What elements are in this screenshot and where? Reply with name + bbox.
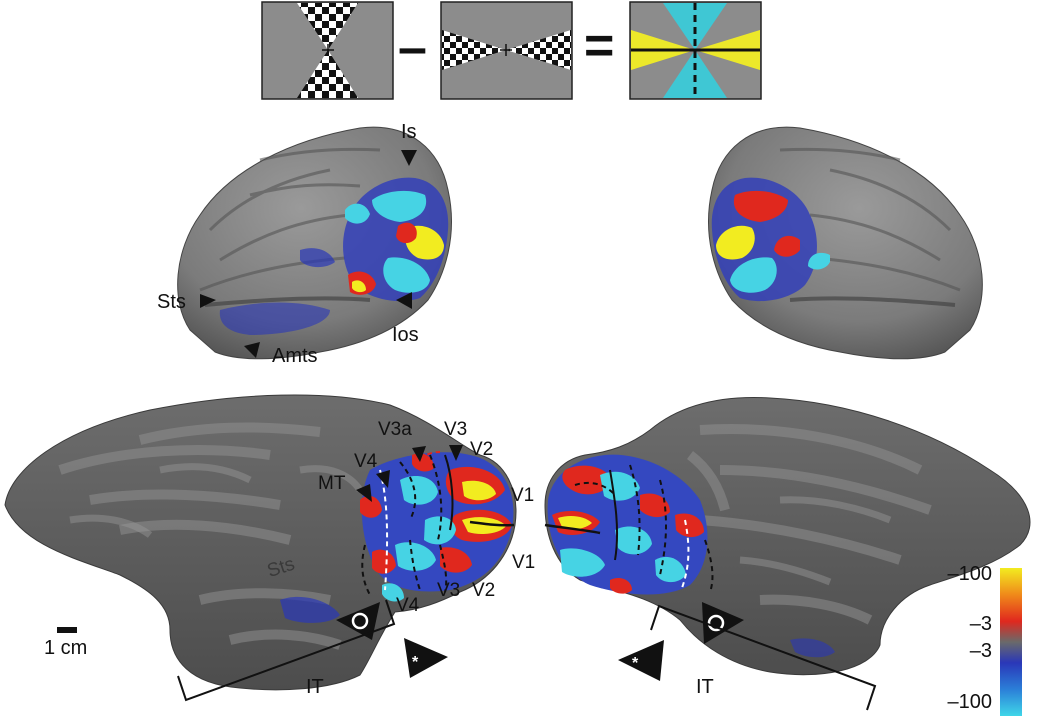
label-mt: MT: [318, 473, 346, 494]
label-sts-lateral: Sts: [157, 291, 186, 313]
label-v4-top: V4: [354, 451, 378, 472]
label-v3-top: V3: [444, 419, 468, 440]
label-ios: Ios: [392, 324, 419, 346]
amts-arrowhead: [244, 342, 260, 358]
stimulus-vertical-wedge-panel: [261, 1, 394, 100]
stimulus-difference-panel: [629, 1, 762, 100]
right-star-marker: *: [618, 640, 664, 681]
colorbar-gradient: [1000, 568, 1022, 716]
label-it-right: IT: [696, 676, 714, 698]
left-lateral-brain: [177, 126, 452, 360]
label-v3a: V3a: [378, 419, 412, 440]
equals-operator: =: [584, 17, 615, 75]
ios-arrowhead: [396, 292, 412, 309]
label-amts: Amts: [272, 345, 318, 367]
left-it-bracket: [177, 599, 396, 702]
left-star-marker: *: [404, 638, 448, 678]
v3-top-arrowhead: [449, 445, 463, 461]
right-eccentricity-marker: [702, 602, 744, 644]
label-it-left: IT: [306, 676, 324, 698]
scale-bar-label: 1 cm: [44, 637, 88, 659]
colorbar-label-lower-mid: –3: [969, 640, 992, 662]
minus-operator: –: [398, 19, 427, 77]
colorbar-label-top: –100: [947, 563, 993, 585]
left-eccentricity-marker: [336, 602, 380, 640]
sts-arrowhead: [200, 294, 216, 308]
label-v1-top: V1: [511, 485, 535, 506]
label-v1-bottom: V1: [512, 552, 536, 573]
right-it-bracket: [650, 604, 877, 711]
label-v2-top: V2: [470, 439, 494, 460]
stimulus-horizontal-wedge-panel: [440, 1, 573, 100]
colorbar-label-bottom: –100: [947, 691, 993, 713]
label-is: Is: [401, 121, 417, 143]
mt-arrowhead: [356, 484, 372, 502]
svg-text:*: *: [412, 654, 419, 671]
left-flat-map: [4, 394, 517, 691]
right-flat-map: [544, 397, 1031, 676]
v3a-arrowhead: [412, 446, 426, 462]
label-v2-bottom: V2: [472, 580, 496, 601]
scale-bar: [57, 627, 77, 633]
label-v3-bottom: V3: [437, 580, 461, 601]
v4-top-arrowhead: [376, 470, 390, 488]
svg-text:*: *: [632, 655, 639, 672]
label-v4-bottom: V4: [396, 595, 420, 616]
right-lateral-brain: [708, 126, 983, 360]
is-arrowhead: [401, 150, 417, 166]
colorbar-label-upper-mid: –3: [969, 613, 992, 635]
